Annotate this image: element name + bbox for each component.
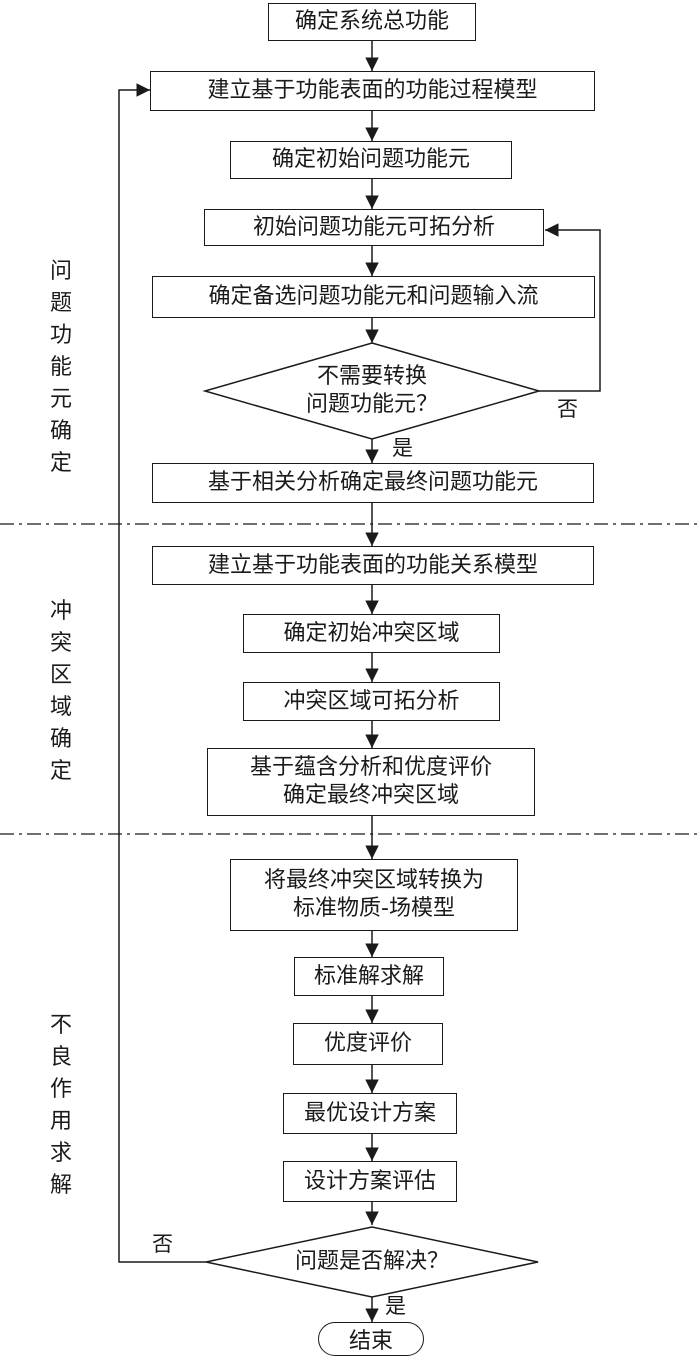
relation-model-box: 建立基于功能表面的功能关系模型 [152, 546, 594, 585]
convert-box: 将最终冲突区域转换为 标准物质-场模型 [230, 859, 518, 931]
section-label-2: 冲突区域确定 [49, 599, 72, 784]
process-model-box: 建立基于功能表面的功能过程模型 [150, 71, 595, 111]
decision-2-no-label: 否 [152, 1232, 173, 1256]
candidate-box: 确定备选问题功能元和问题输入流 [152, 276, 595, 318]
standard-solve-box: 标准解求解 [294, 957, 444, 996]
initial-conflict-box: 确定初始冲突区域 [243, 614, 500, 653]
conflict-analysis-box: 冲突区域可拓分析 [243, 682, 500, 721]
start-box: 确定系统总功能 [268, 3, 476, 41]
end-terminal: 结束 [318, 1322, 424, 1356]
assess-box: 设计方案评估 [283, 1161, 457, 1202]
decision-2-yes-label: 是 [385, 1294, 406, 1318]
decision-2-shape [205, 1226, 539, 1298]
decision-1-shape [202, 342, 542, 440]
decision-1-yes-label: 是 [392, 436, 413, 460]
final-problem-box: 基于相关分析确定最终问题功能元 [152, 463, 594, 503]
section-label-3: 不良作用求解 [49, 1013, 72, 1198]
optimal-box: 最优设计方案 [283, 1093, 457, 1134]
decision-1-no-label: 否 [557, 397, 578, 421]
loop-arrow-d1 [539, 223, 601, 392]
initial-problem-box: 确定初始问题功能元 [230, 141, 512, 179]
evaluation-box: 优度评价 [293, 1023, 443, 1065]
extension-analysis-box: 初始问题功能元可拓分析 [204, 209, 544, 246]
loop-arrow-d2 [118, 83, 206, 1263]
final-conflict-box: 基于蕴含分析和优度评价 确定最终冲突区域 [207, 748, 535, 816]
decision-2-text: 问题是否解决？ [294, 1249, 449, 1274]
decision-1-text: 不需要转换 问题功能元？ [305, 364, 438, 417]
section-label-1: 问题功能元确定 [49, 259, 72, 476]
